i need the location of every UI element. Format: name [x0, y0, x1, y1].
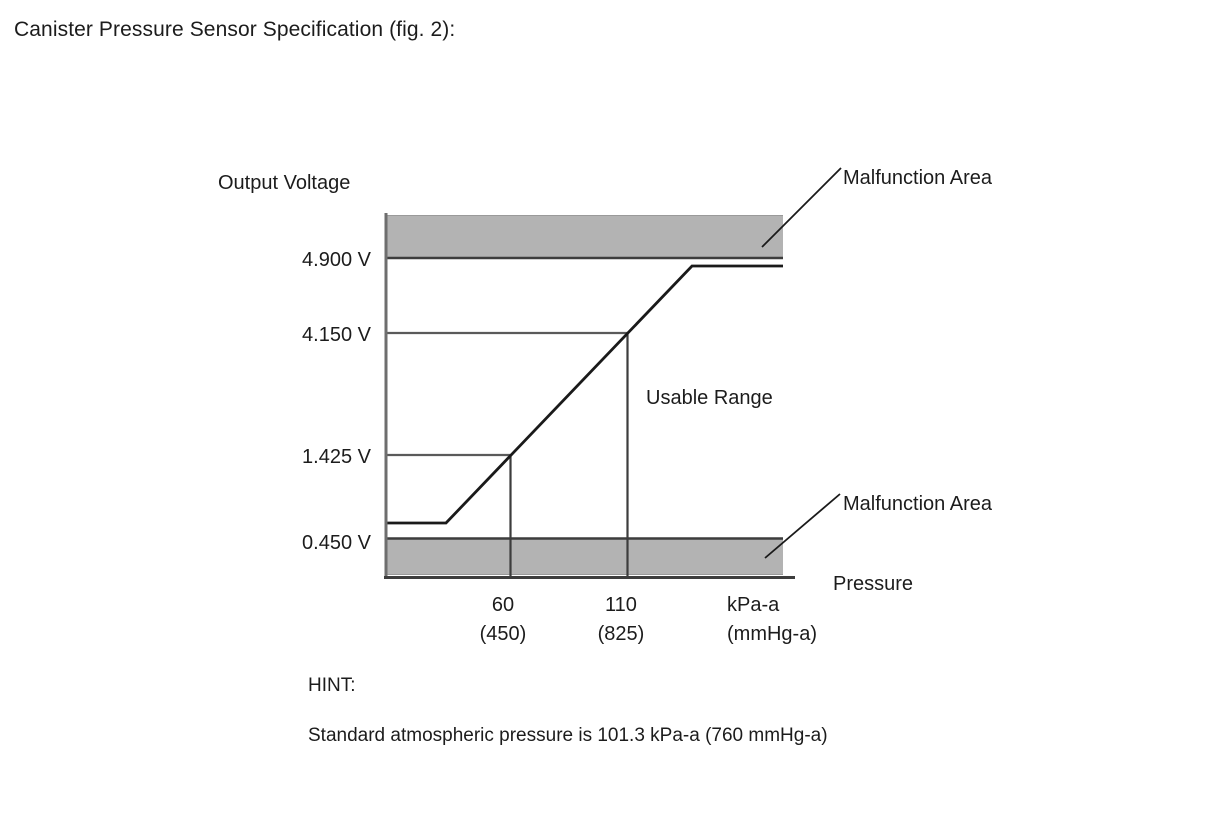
y-tick-label-1425v: 1.425 V — [302, 446, 372, 468]
x-unit-primary-label: kPa-a — [727, 594, 780, 616]
sensor-output-curve — [386, 264, 783, 525]
upper-malfunction-band — [386, 215, 783, 258]
usable-range-label: Usable Range — [646, 387, 773, 409]
hint-label: HINT: — [308, 675, 356, 696]
x-tick-sublabel-110: (825) — [598, 623, 645, 645]
x-tick-label-60: 60 — [492, 594, 514, 616]
y-tick-label-4900v: 4.900 V — [302, 249, 372, 271]
y-tick-label-0450v: 0.450 V — [302, 532, 372, 554]
x-unit-secondary-label: (mmHg-a) — [727, 623, 817, 645]
malfunction-area-upper-label: Malfunction Area — [843, 167, 993, 189]
lower-malfunction-band — [386, 539, 783, 575]
x-axis-title: Pressure — [833, 573, 913, 595]
page-title: Canister Pressure Sensor Specification (… — [14, 18, 456, 41]
x-tick-label-110: 110 — [605, 594, 637, 616]
malfunction-area-lower-label: Malfunction Area — [843, 493, 993, 515]
leader-line-malfunction-upper — [761, 167, 842, 248]
y-axis-title: Output Voltage — [218, 172, 350, 194]
y-tick-label-4150v: 4.150 V — [302, 324, 372, 346]
hint-text: Standard atmospheric pressure is 101.3 k… — [308, 725, 828, 746]
x-tick-sublabel-60: (450) — [480, 623, 527, 645]
leader-line-malfunction-lower — [764, 493, 841, 559]
